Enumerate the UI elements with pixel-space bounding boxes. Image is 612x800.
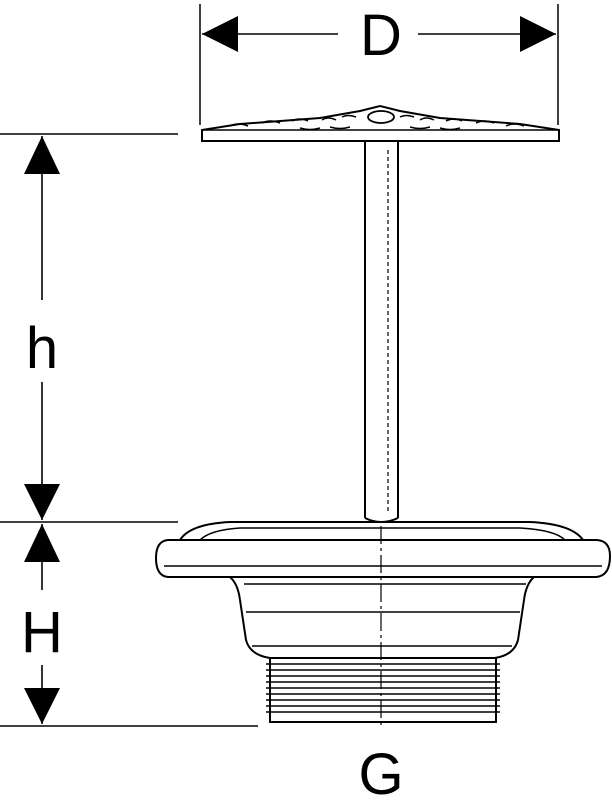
arrow-hh-top bbox=[24, 524, 60, 562]
arrow-h-top bbox=[24, 136, 60, 174]
label-h-large: H bbox=[21, 600, 63, 665]
arrow-h-bottom bbox=[24, 484, 60, 520]
arrow-hh-bottom bbox=[24, 688, 60, 724]
strainer-cap bbox=[201, 104, 560, 142]
body-thread-marks bbox=[266, 663, 500, 713]
flange-top-inner bbox=[199, 527, 566, 541]
arrow-d-right bbox=[520, 16, 556, 52]
threaded-section bbox=[269, 657, 497, 723]
label-d: D bbox=[360, 3, 402, 68]
label-h-small: h bbox=[26, 316, 58, 381]
arrow-d-left bbox=[202, 16, 238, 52]
cap-outline bbox=[201, 104, 560, 142]
dimension-d: D bbox=[199, 3, 559, 125]
label-g: G bbox=[358, 742, 403, 800]
flange-rim bbox=[154, 539, 612, 578]
cap-slots bbox=[229, 114, 525, 127]
threaded-rod bbox=[364, 141, 399, 523]
dimension-h-small: h bbox=[0, 133, 178, 523]
drain-body bbox=[154, 521, 612, 723]
dimension-h-large: H bbox=[0, 524, 258, 727]
flange-top bbox=[179, 521, 584, 541]
cap-slots-lower bbox=[299, 126, 461, 131]
cap-center-hub bbox=[367, 110, 395, 124]
